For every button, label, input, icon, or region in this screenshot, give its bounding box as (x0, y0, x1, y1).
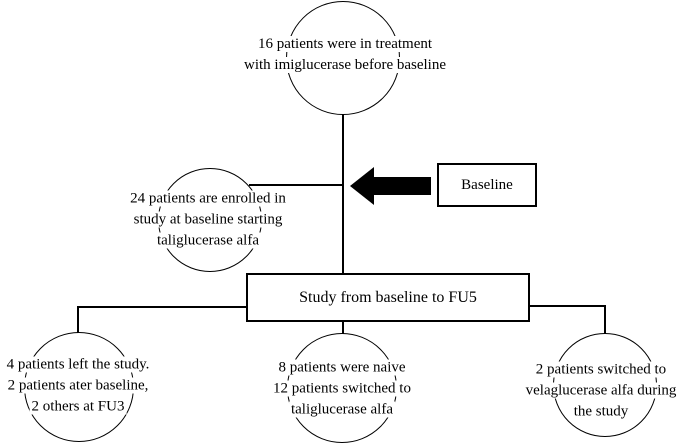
connector-bottom-middle-vertical-line (342, 320, 344, 334)
left-arrow-icon (350, 167, 431, 205)
left-arrow-shaft (374, 177, 431, 195)
baseline-box: Baseline (437, 163, 537, 207)
left-arrow-head (350, 167, 374, 205)
connector-right-horizontal-line (528, 305, 606, 307)
connector-left-horizontal-line (77, 306, 247, 308)
connector-left-vertical-line (77, 306, 79, 333)
study-box-label: Study from baseline to FU5 (299, 288, 477, 306)
dropout-circle-text: 4 patients left the study.2 patients ate… (4, 356, 152, 415)
connector-baseline-horizontal-line (249, 184, 343, 186)
baseline-box-label: Baseline (461, 176, 513, 193)
connector-right-vertical-line (604, 305, 606, 334)
study-box: Study from baseline to FU5 (246, 273, 530, 322)
connector-top-vertical-line (342, 114, 344, 274)
